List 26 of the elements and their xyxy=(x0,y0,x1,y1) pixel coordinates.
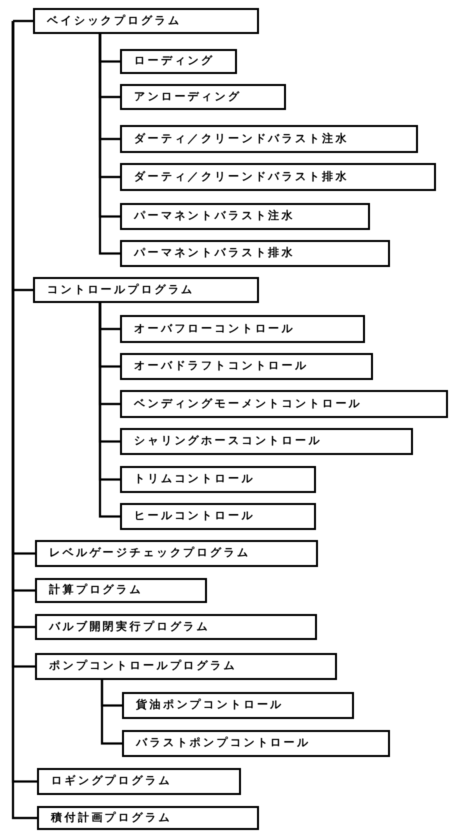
connector-line xyxy=(98,34,120,255)
program-box: コントロールプログラム xyxy=(33,277,259,303)
program-box: ベンディングモーメントコントロール xyxy=(120,390,448,418)
program-box: シャリングホースコントロール xyxy=(120,428,413,455)
program-box: オーバフローコントロール xyxy=(120,315,365,343)
program-box: ロギングプログラム xyxy=(37,768,241,795)
connector-line xyxy=(100,680,122,745)
connector-line xyxy=(12,20,33,22)
program-box: バラストポンプコントロール xyxy=(122,730,390,757)
program-box: ヒールコントロール xyxy=(120,503,316,530)
program-box: レベルゲージチェックプログラム xyxy=(35,540,318,567)
program-box: バルブ開閉実行プログラム xyxy=(35,614,317,640)
program-box: ポンプコントロールプログラム xyxy=(35,653,337,680)
program-box: パーマネントバラスト排水 xyxy=(120,240,390,267)
program-box: オーバドラフトコントロール xyxy=(120,353,373,380)
program-box: 積付計画プログラム xyxy=(37,806,259,830)
program-box: 計算プログラム xyxy=(35,578,207,603)
program-box: ベイシックプログラム xyxy=(33,8,259,34)
program-box: ダーティ／クリーンドバラスト注水 xyxy=(120,125,418,153)
program-box: 貨油ポンプコントロール xyxy=(122,692,354,719)
program-box: アンローディング xyxy=(120,84,286,110)
program-box: トリムコントロール xyxy=(120,466,316,493)
program-box: パーマネントバラスト注水 xyxy=(120,203,370,230)
program-box: ダーティ／クリーンドバラスト排水 xyxy=(120,163,436,191)
connector-line xyxy=(98,303,120,518)
program-box: ローディング xyxy=(120,49,237,74)
